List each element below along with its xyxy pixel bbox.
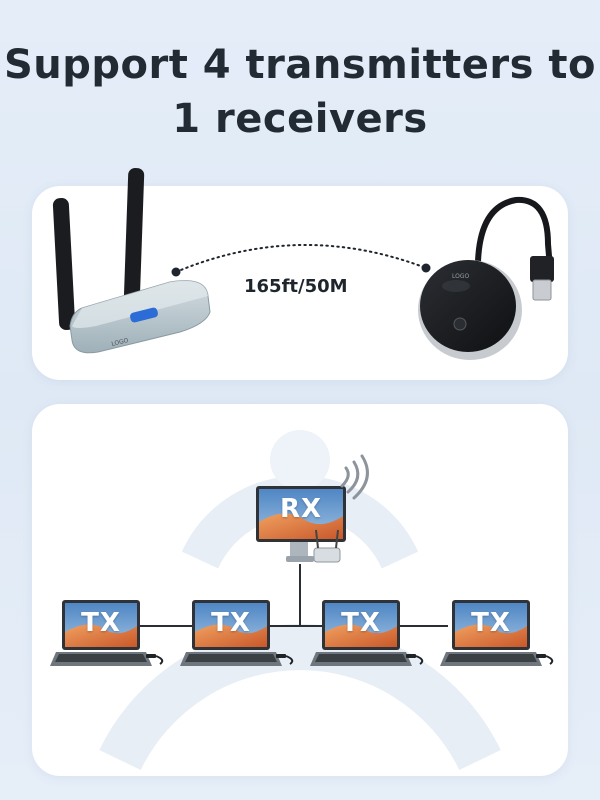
receiver-screen-label: RX xyxy=(279,494,323,524)
headline: Support 4 transmitters to 1 receivers xyxy=(0,38,600,146)
range-distance-label: 165ft/50M xyxy=(244,276,348,297)
svg-text:LOGO: LOGO xyxy=(111,337,130,348)
transmitter-laptop-icon-4 xyxy=(440,600,554,666)
wifi-signal-icon xyxy=(340,454,369,500)
connection-lines xyxy=(140,564,448,627)
transmitter-screen-label-2: TX xyxy=(211,608,251,638)
transmitter-laptop-icon-2 xyxy=(180,600,294,666)
transmitter-screen-label-3: TX xyxy=(341,608,381,638)
range-dotted-line xyxy=(175,243,427,273)
range-start-dot xyxy=(171,267,181,277)
headline-line-1: Support 4 transmitters to xyxy=(3,42,596,88)
transmitter-screen-label-4: TX xyxy=(471,608,511,638)
transmitter-laptop-icon-1 xyxy=(50,600,164,666)
transmitter-screen-label-1: TX xyxy=(81,608,121,638)
receiver-device-icon: LOGO xyxy=(52,168,211,354)
receiver-monitor-icon xyxy=(256,486,346,563)
transmitter-laptops xyxy=(50,600,554,666)
range-end-dot xyxy=(421,263,431,273)
transmitter-dongle-icon: LOGO xyxy=(418,196,554,360)
transmitter-laptop-icon-3 xyxy=(310,600,424,666)
headline-line-2: 1 receivers xyxy=(172,96,428,142)
svg-text:LOGO: LOGO xyxy=(452,273,470,280)
